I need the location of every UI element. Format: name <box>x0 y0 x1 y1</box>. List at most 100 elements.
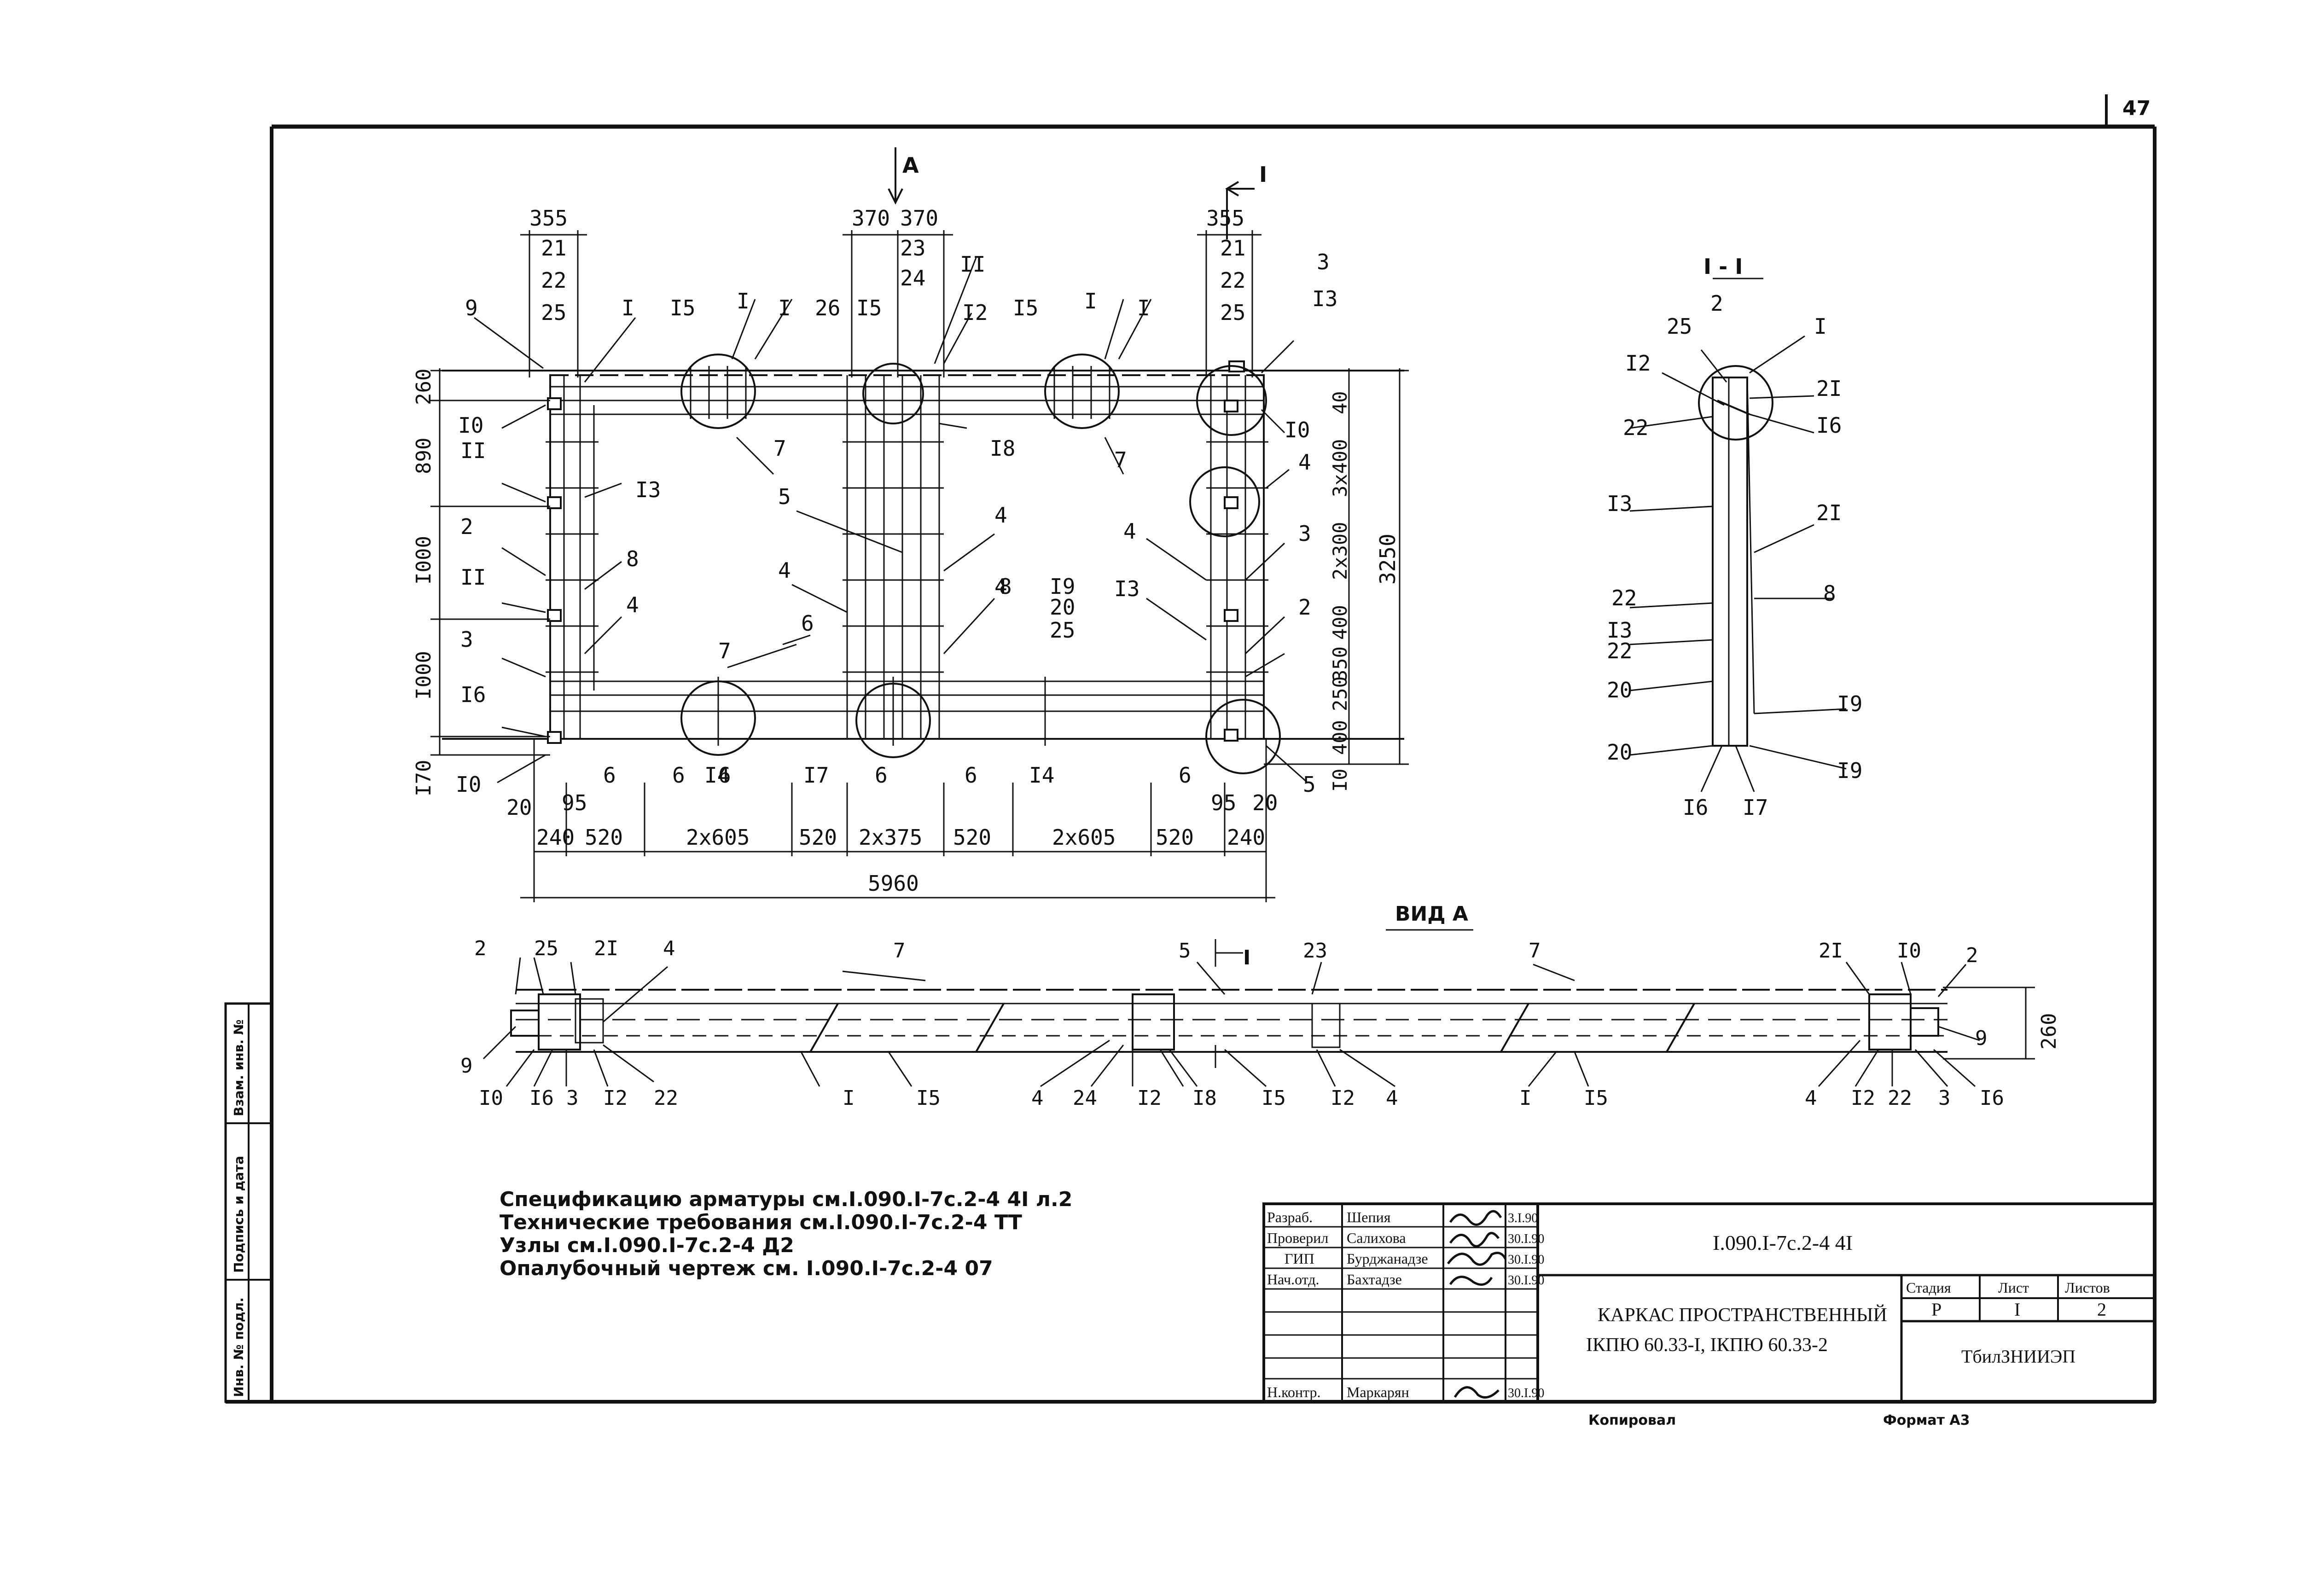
sec-callout-13b: I3 <box>1607 618 1632 643</box>
bar-label-left-21: 21 <box>541 236 566 261</box>
callout-6e: 6 <box>875 763 888 788</box>
bottom-dim-2x605b: 2х605 <box>1052 825 1116 850</box>
va-bot-4a: 4 <box>1031 1086 1044 1110</box>
va-bot-22b: 22 <box>1888 1086 1912 1110</box>
name-developer: Шепия <box>1347 1209 1391 1225</box>
callout-top-15b: I5 <box>856 296 882 320</box>
left-dim-890: 890 <box>412 438 436 474</box>
right-dim-40: 40 <box>1329 391 1351 414</box>
va-top-7a: 7 <box>893 939 906 963</box>
callout-10b: I0 <box>456 772 481 797</box>
callout-20b: 20 <box>1252 790 1278 815</box>
right-dim-400b: 400 <box>1329 720 1351 755</box>
document-code: I.090.I-7c.2-4 4I <box>1713 1231 1853 1254</box>
stage-value: Р <box>1931 1299 1942 1320</box>
va-bot-9b: 9 <box>1975 1027 1988 1050</box>
role-developer: Разраб. <box>1267 1209 1313 1225</box>
sec-callout-17: I7 <box>1743 795 1768 820</box>
drawing-title-line-1: КАРКАС ПРОСТРАНСТВЕННЫЙ <box>1598 1305 1887 1326</box>
callout-top-15a: I5 <box>670 296 695 320</box>
callout-14a: I4 <box>704 763 730 788</box>
va-top-7b: 7 <box>1529 939 1541 963</box>
left-stamp: Инв. № подл. Подпись и дата Взам. инв. № <box>224 1002 273 1403</box>
callout-20: 20 <box>1050 595 1075 620</box>
va-bot-4c: 4 <box>1805 1086 1817 1110</box>
sheets-value: 2 <box>2097 1299 2106 1320</box>
callout-top-II: II <box>960 252 985 277</box>
right-dim-250: 250 <box>1329 676 1351 711</box>
va-bot-16a: I6 <box>529 1086 554 1110</box>
note-line-3: Узлы см.I.090.I-7c.2-4 Д2 <box>500 1234 794 1257</box>
va-bot-12d: I2 <box>1851 1086 1875 1110</box>
callout-6b: 6 <box>718 763 731 788</box>
bottom-dim-2x605a: 2х605 <box>686 825 750 850</box>
date-developer: 3.I.90 <box>1508 1211 1538 1225</box>
sec-callout-19b: I9 <box>1837 758 1862 783</box>
note-line-1: Спецификацию арматуры см.I.090.I-7c.2-4 … <box>500 1188 1072 1211</box>
callout-2a: 2 <box>460 514 473 539</box>
sec-callout-19a: I9 <box>1837 691 1862 716</box>
va-bot-1b: I <box>1519 1086 1532 1110</box>
callout-10a: I0 <box>458 413 483 438</box>
callout-4e: 4 <box>1123 519 1136 544</box>
bottom-dim-240a: 240 <box>536 825 575 850</box>
sheet-value: I <box>2014 1299 2020 1320</box>
right-dim-350: 350 <box>1329 646 1351 681</box>
bottom-dim-520d: 520 <box>1156 825 1194 850</box>
callout-10c: I0 <box>1285 418 1310 442</box>
sec-callout-21b: 2I <box>1816 500 1842 525</box>
callout-6c: 6 <box>603 763 616 788</box>
name-checker: Салихова <box>1347 1230 1406 1246</box>
va-bot-12a: I2 <box>603 1086 628 1110</box>
callout-7a: 7 <box>773 436 786 461</box>
callout-11b: II <box>460 565 486 590</box>
left-dim-170: I70 <box>412 760 436 796</box>
title-block <box>1262 1202 2156 1403</box>
callout-5b: 5 <box>1303 772 1316 797</box>
top-dim-center-b: 370 <box>900 206 938 231</box>
callout-18: I8 <box>990 436 1015 461</box>
va-bot-22a: 22 <box>654 1086 678 1110</box>
bar-label-left-25: 25 <box>541 300 566 325</box>
callout-8b: 8 <box>999 574 1012 599</box>
callout-top-13: I3 <box>1312 286 1337 311</box>
bar-label-right-21: 21 <box>1220 236 1245 261</box>
callout-4b: 4 <box>778 558 791 583</box>
callout-16a: I6 <box>460 682 486 707</box>
organization: ТбилЗНИИЭП <box>1961 1346 2075 1367</box>
section-arrow-i-top: I <box>1259 162 1267 187</box>
callout-4a: 4 <box>626 592 639 617</box>
callout-3b: 3 <box>1298 521 1311 546</box>
callout-13b: I3 <box>1114 576 1139 601</box>
notes: Спецификацию арматуры см.I.090.I-7c.2-4 … <box>500 1188 1072 1280</box>
va-top-10: I0 <box>1897 939 1921 963</box>
callout-top-3: 3 <box>1317 250 1330 274</box>
date-head-dept: 30.I.90 <box>1508 1273 1544 1288</box>
top-dim-right: 355 <box>1206 206 1244 231</box>
role-gip: ГИП <box>1285 1250 1314 1267</box>
bar-label-left-22: 22 <box>541 268 566 293</box>
sheet-number: 47 <box>2122 97 2151 120</box>
sec-callout-22c: 22 <box>1607 638 1632 663</box>
view-a-title: ВИД А <box>1395 902 1468 926</box>
stamp-inventory-no: Инв. № подл. <box>231 1297 246 1397</box>
footer-format: Формат А3 <box>1883 1412 1970 1428</box>
sec-callout-16b: I6 <box>1683 795 1708 820</box>
callout-95b: 95 <box>1211 790 1236 815</box>
right-dim-3x400: 3х400 <box>1329 439 1351 497</box>
sec-callout-25: 25 <box>1667 314 1692 339</box>
date-norm-control: 30.I.90 <box>1508 1386 1544 1400</box>
callout-top-12: I2 <box>962 300 988 325</box>
top-dim-center-a: 370 <box>852 206 890 231</box>
callout-top-1e: I <box>1137 296 1150 320</box>
top-dim-left: 355 <box>529 206 568 231</box>
callout-top-1: I <box>622 296 634 320</box>
va-top-23: 23 <box>1303 939 1327 963</box>
overall-height-dim: 3250 <box>1375 534 1400 585</box>
callout-3a: 3 <box>460 627 473 652</box>
callout-top-1d: I <box>1084 289 1097 313</box>
main-view <box>430 147 1409 902</box>
callout-6a: 6 <box>801 611 814 636</box>
callout-6d: 6 <box>672 763 685 788</box>
